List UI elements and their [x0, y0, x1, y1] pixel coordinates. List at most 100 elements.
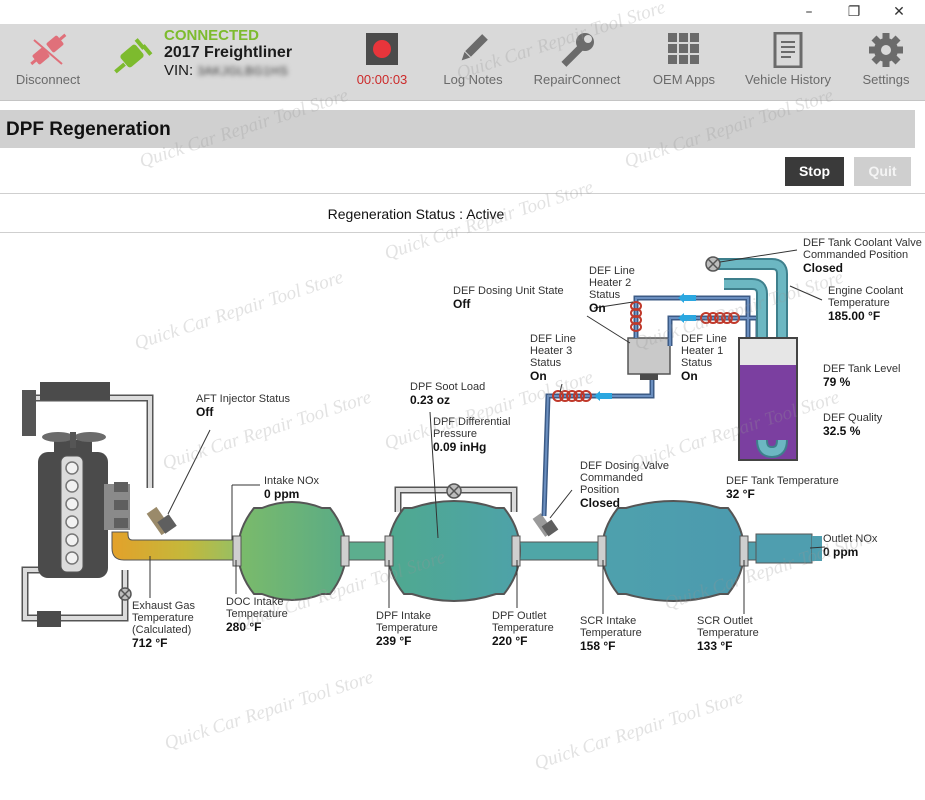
coolant-hose	[22, 390, 36, 436]
def-quality-label: DEF Quality	[823, 412, 883, 424]
dpf-soot-load-label: DPF Soot Load	[410, 381, 486, 393]
scr-intake-label-2: Temperature	[580, 627, 642, 639]
grid-icon	[668, 33, 699, 64]
doc-intake-label-2: Temperature	[226, 608, 288, 620]
stop-button[interactable]: Stop	[785, 157, 844, 186]
repair-connect-button[interactable]: RepairConnect	[530, 24, 624, 100]
log-notes-label: Log Notes	[443, 72, 503, 87]
dpf-intake-label-1: DPF Intake	[376, 610, 432, 622]
def-line-heater-2-status: DEF Line Heater 2 Status On	[589, 265, 635, 314]
repair-connect-label: RepairConnect	[533, 72, 621, 87]
vehicle-name: 2017 Freightliner	[164, 44, 293, 61]
dosing-valve-label-3: Position	[580, 484, 620, 496]
heater1-label-2: Heater 1	[681, 345, 724, 357]
heater3-label-2: Heater 3	[530, 345, 573, 357]
settings-button[interactable]: Settings	[856, 24, 916, 100]
regeneration-status: Regeneration Status : Active	[327, 206, 505, 222]
outlet-pipe	[755, 533, 813, 564]
minimize-button[interactable]: –	[805, 4, 813, 20]
def-dosing-unit-icon	[627, 337, 671, 380]
def-quality: DEF Quality 32.5 %	[823, 412, 882, 437]
engine-coolant-label-1: Engine Coolant	[828, 285, 904, 297]
restore-button[interactable]: ❐	[847, 4, 861, 20]
def-tank-level-value: 79 %	[823, 375, 851, 389]
def-line-heater-1-icon	[700, 312, 740, 324]
tank-coolant-valve-value: Closed	[803, 261, 844, 275]
vin: VIN: 3AKJGLBG1HS	[164, 62, 288, 79]
flow-arrow	[600, 393, 612, 399]
outlet-nox-value: 0 ppm	[823, 545, 859, 559]
dpf-outlet-label-1: DPF Outlet	[492, 610, 547, 622]
scr-outlet-value: 133 °F	[697, 639, 733, 653]
heater1-label-1: DEF Line	[681, 333, 727, 345]
aftertreatment-diagram	[21, 249, 826, 627]
scr-intake-temperature: SCR Intake Temperature 158 °F	[580, 615, 642, 652]
divider	[0, 232, 925, 233]
doc-intake-temperature: DOC Intake Temperature 280 °F	[226, 596, 288, 633]
toolbar: Disconnect CONNECTED 2017 Freightliner V…	[0, 24, 925, 101]
coolant-reservoir	[37, 611, 61, 627]
scr-outlet-label-1: SCR Outlet	[697, 615, 753, 627]
record-button[interactable]: 00:00:03	[350, 24, 414, 100]
quit-button[interactable]: Quit	[854, 157, 911, 186]
outlet-nox: Outlet NOx 0 ppm	[823, 533, 877, 558]
def-tank-coolant-valve-position: DEF Tank Coolant Valve Commanded Positio…	[803, 237, 922, 274]
dosing-valve-value: Closed	[580, 496, 621, 510]
divider	[0, 193, 925, 194]
exhaust-gas-label-2: Temperature	[132, 612, 194, 624]
def-tank	[738, 337, 798, 461]
scr-outlet-temperature: SCR Outlet Temperature 133 °F	[697, 615, 759, 652]
dpf-intake-temperature: DPF Intake Temperature 239 °F	[376, 610, 438, 647]
pencil-icon	[461, 34, 488, 61]
intake-nox-label: Intake NOx	[264, 475, 320, 487]
page-title: DPF Regeneration	[6, 119, 171, 140]
oem-apps-button[interactable]: OEM Apps	[648, 24, 720, 100]
def-line-heater-2-icon	[630, 301, 642, 332]
def-tank-temp-value: 32 °F	[726, 487, 755, 501]
watermark: Quick Car Repair Tool Store	[531, 686, 746, 775]
dpf-soot-load: DPF Soot Load 0.23 oz	[410, 381, 485, 406]
vin-label: VIN:	[164, 62, 194, 79]
dpf-differential-pressure: DPF Differential Pressure 0.09 inHg	[433, 416, 510, 453]
disconnect-label: Disconnect	[15, 72, 81, 87]
dosing-valve-label-2: Commanded	[580, 472, 643, 484]
aft-injector-status: AFT Injector Status Off	[196, 393, 290, 418]
dpf-canister	[386, 500, 522, 602]
leader-lines	[149, 249, 826, 614]
dpf-outlet-label-2: Temperature	[492, 622, 554, 634]
heater1-label-3: Status	[681, 357, 713, 369]
page-title-bar: DPF Regeneration	[0, 110, 915, 148]
tank-coolant-valve-label-1: DEF Tank Coolant Valve	[803, 237, 922, 249]
def-dosing-unit-label: DEF Dosing Unit State	[453, 285, 564, 297]
vin-value: 3AKJGLBG1HS	[197, 64, 289, 78]
dpf-diff-label-1: DPF Differential	[433, 416, 511, 428]
record-icon	[366, 33, 398, 65]
def-dosing-unit-state: DEF Dosing Unit State Off	[453, 285, 564, 310]
scr-outlet-label-2: Temperature	[697, 627, 759, 639]
unplug-icon	[30, 33, 67, 66]
disconnect-button[interactable]: Disconnect	[10, 24, 86, 100]
def-dosing-unit-value: Off	[453, 297, 471, 311]
exhaust-pipe	[111, 531, 247, 561]
close-button[interactable]: ✕	[893, 4, 905, 20]
heater2-value: On	[589, 301, 606, 315]
aft-injector-icon	[146, 506, 177, 536]
vehicle-history-button[interactable]: Vehicle History	[740, 24, 836, 100]
aft-injector-value: Off	[196, 405, 214, 419]
connected-plug-icon	[114, 38, 153, 74]
dpf-diff-value: 0.09 inHg	[433, 440, 487, 454]
outlet-nox-label: Outlet NOx	[823, 533, 878, 545]
exhaust-gas-label-3: (Calculated)	[132, 624, 192, 636]
def-tank-temp-label: DEF Tank Temperature	[726, 475, 839, 487]
log-notes-button[interactable]: Log Notes	[440, 24, 506, 100]
dosing-valve-label-1: DEF Dosing Valve	[580, 460, 670, 472]
exhaust-gas-label-1: Exhaust Gas	[132, 600, 195, 612]
def-tank-level: DEF Tank Level 79 %	[823, 363, 900, 388]
dpf-intake-label-2: Temperature	[376, 622, 438, 634]
def-line-heater-3-status: DEF Line Heater 3 Status On	[530, 333, 576, 382]
heater2-label-2: Heater 2	[589, 277, 632, 289]
gear-icon	[869, 33, 903, 67]
wrench-icon	[561, 33, 594, 67]
intake-nox-value: 0 ppm	[264, 487, 300, 501]
dpf-intake-value: 239 °F	[376, 634, 412, 648]
